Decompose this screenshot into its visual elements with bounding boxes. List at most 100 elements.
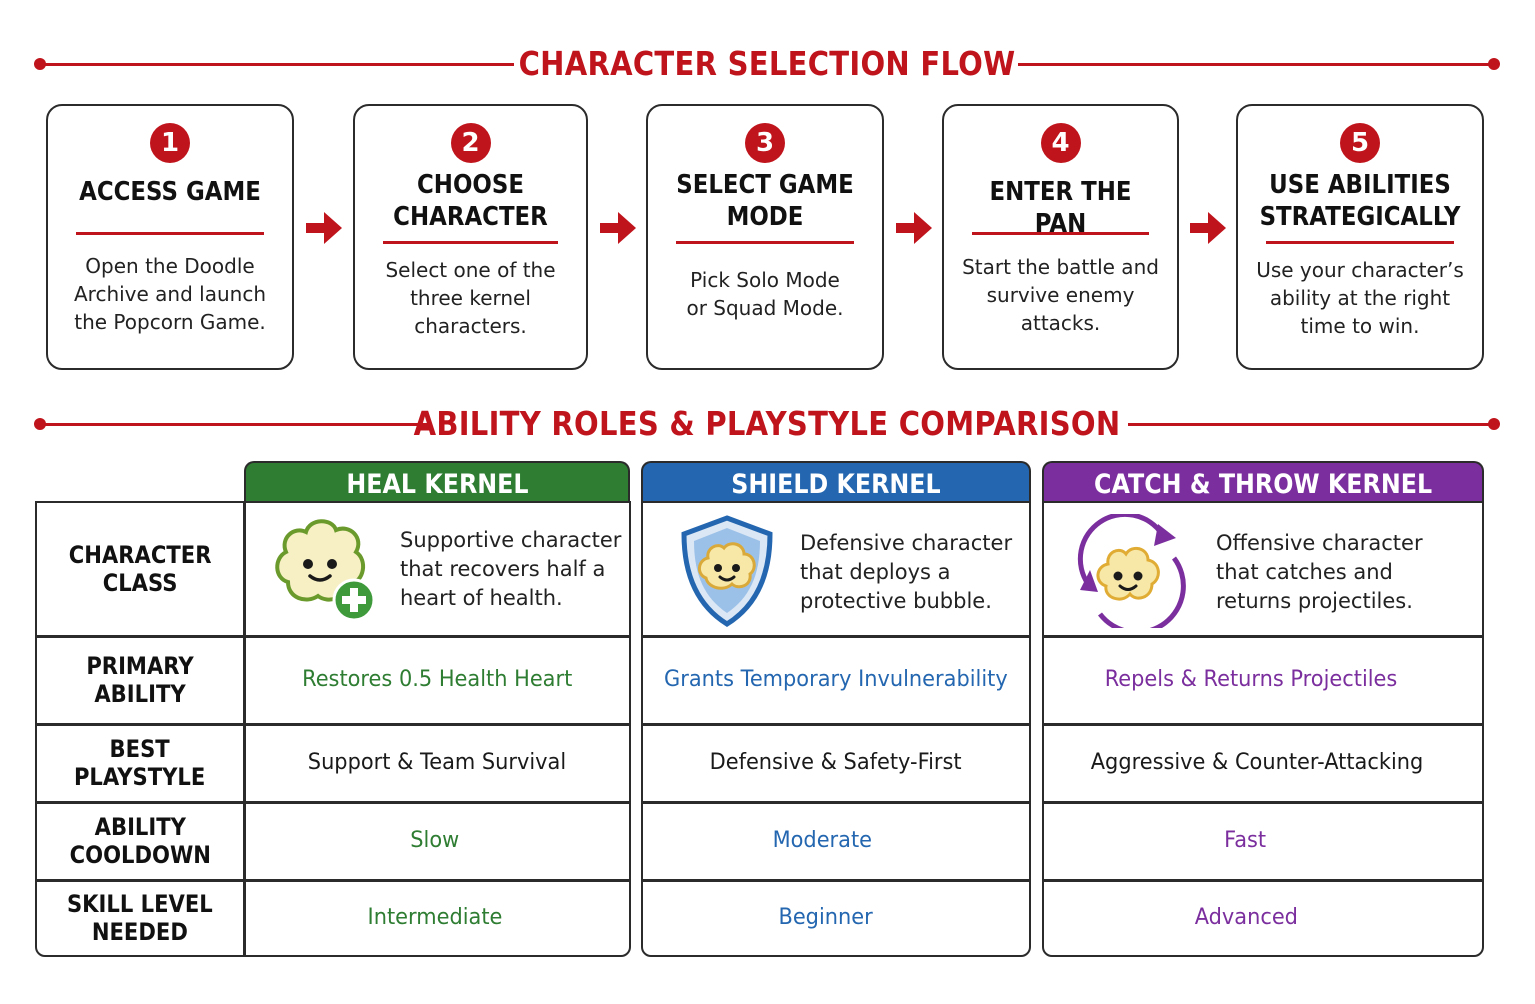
cell-text: Defensive & Safety-First [710,750,962,775]
step-title: SELECT GAME MODE [676,170,854,232]
header-rule-left [40,63,514,66]
row-label-text: BEST PLAYSTYLE [74,735,206,791]
step-description: Use your character’s ability at the righ… [1256,258,1464,338]
comparison-section-header: ABILITY ROLES & PLAYSTYLE COMPARISON [34,404,1500,444]
column-header-label: SHIELD KERNEL [731,469,941,500]
row-divider [1042,723,1484,726]
row-divider [1042,879,1484,882]
step-card-1: 1 ACCESS GAME Open the Doodle Archive an… [46,104,294,370]
row-divider [641,723,1031,726]
cell-text: Beginner [778,905,874,930]
skill-level-heal: Intermediate [246,881,624,955]
step-divider [76,232,264,235]
table-frame-left [35,501,631,957]
cell-text: Advanced [1194,905,1298,930]
step-description: Select one of the three kernel character… [385,258,556,338]
step-description: Start the battle and survive enemy attac… [962,255,1159,335]
row-label-text: ABILITY COOLDOWN [69,813,211,869]
class-description: Offensive character that catches and ret… [1216,531,1423,613]
step-card-4: 4 ENTER THE PAN Start the battle and sur… [942,104,1179,370]
row-divider [641,879,1031,882]
best-playstyle-catch-throw: Aggressive & Counter-Attacking [1044,725,1470,801]
step-number-badge: 3 [745,123,785,163]
column-header-label: CATCH & THROW KERNEL [1093,469,1433,500]
row-label-ability-cooldown: ABILITY COOLDOWN [36,803,244,879]
row-divider [35,635,631,638]
column-header-shield: SHIELD KERNEL [641,461,1031,503]
primary-ability-shield: Grants Temporary Invulnerability [643,637,1029,723]
cell-text: Intermediate [367,905,503,930]
step-description: Open the Doodle Archive and launch the P… [73,254,266,334]
header-rule-right [1018,63,1494,66]
row-label-text: PRIMARY ABILITY [86,652,194,708]
class-description: Defensive character that deploys a prote… [800,531,1013,613]
row-divider [1042,635,1484,638]
step-number-badge: 1 [150,123,190,163]
row-label-text: CHARACTER CLASS [68,541,212,597]
cooldown-shield: Moderate [643,803,1001,879]
column-header-label: HEAL KERNEL [345,469,529,500]
column-header-heal: HEAL KERNEL [244,461,630,503]
cell-text: Fast [1223,828,1267,853]
row-label-best-playstyle: BEST PLAYSTYLE [36,725,244,801]
step-card-5: 5 USE ABILITIES STRATEGICALLY Use your c… [1236,104,1484,370]
step-title: CHOOSE CHARACTER [393,170,548,232]
arrow-right-icon [306,212,342,244]
step-card-2: 2 CHOOSE CHARACTER Select one of the thr… [353,104,588,370]
table-divider [243,501,246,957]
step-divider [676,241,854,244]
row-divider [35,879,631,882]
primary-ability-catch-throw: Repels & Returns Projectiles [1044,637,1458,723]
row-divider [641,801,1031,804]
step-divider [383,241,558,244]
row-label-primary-ability: PRIMARY ABILITY [36,637,244,723]
row-divider [35,801,631,804]
catch-throw-kernel-icon [1077,514,1186,628]
step-divider [972,232,1149,235]
row-divider [1042,801,1484,804]
row-divider [641,635,1031,638]
row-label-text: SKILL LEVEL NEEDED [67,890,213,946]
cell-text: Restores 0.5 Health Heart [301,667,573,692]
cell-text: Slow [410,828,460,853]
header-dot [1488,418,1500,430]
arrow-right-icon [600,212,636,244]
table-frame-shield [641,501,1031,957]
row-label-skill-level: SKILL LEVEL NEEDED [36,881,244,955]
skill-level-shield: Beginner [643,881,1009,955]
arrow-right-icon [1190,212,1226,244]
flow-section-header: CHARACTER SELECTION FLOW [34,44,1500,84]
step-divider [1266,241,1454,244]
step-title: USE ABILITIES STRATEGICALLY [1259,170,1461,232]
row-divider [35,723,631,726]
step-title: ENTER THE PAN [989,177,1132,239]
header-rule-right [1128,423,1494,426]
cell-text: Repels & Returns Projectiles [1104,667,1398,692]
header-dot [1488,58,1500,70]
skill-level-catch-throw: Advanced [1044,881,1448,955]
best-playstyle-shield: Defensive & Safety-First [643,725,1029,801]
cooldown-heal: Slow [246,803,624,879]
step-description: Pick Solo Mode or Squad Mode. [686,268,844,320]
shield-kernel-icon [681,515,773,627]
arrow-right-icon [896,212,932,244]
comparison-title: ABILITY ROLES & PLAYSTYLE COMPARISON [413,404,1121,443]
step-number-badge: 2 [450,123,491,163]
step-number-badge: 5 [1340,123,1380,163]
row-label-character-class: CHARACTER CLASS [36,503,244,635]
step-title: ACCESS GAME [79,177,261,207]
cell-text: Grants Temporary Invulnerability [664,667,1008,692]
flow-title: CHARACTER SELECTION FLOW [518,44,1016,83]
header-rule-left [40,423,432,426]
cell-text: Moderate [772,828,872,853]
table-frame-catch [1042,501,1484,957]
primary-ability-heal: Restores 0.5 Health Heart [246,637,628,723]
step-card-3: 3 SELECT GAME MODE Pick Solo Mode or Squ… [646,104,884,370]
heal-kernel-plus-icon [275,519,376,622]
class-description: Supportive character that recovers half … [400,528,622,610]
best-playstyle-heal: Support & Team Survival [246,725,628,801]
cooldown-catch-throw: Fast [1044,803,1446,879]
column-header-catch-throw: CATCH & THROW KERNEL [1042,461,1484,503]
step-number-badge: 4 [1040,123,1081,163]
cell-text: Support & Team Survival [307,750,567,775]
